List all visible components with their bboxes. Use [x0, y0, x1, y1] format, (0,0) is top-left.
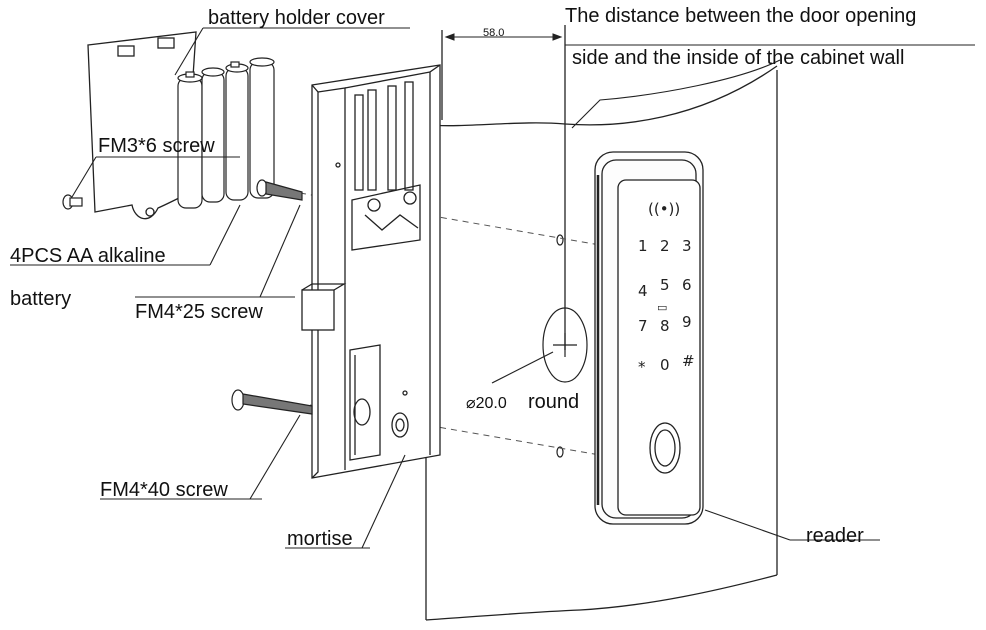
label-fm4-40-screw: FM4*40 screw [100, 479, 228, 501]
key-7: 7 [638, 317, 648, 335]
card-reader [594, 151, 704, 525]
label-batteries-line2: battery [10, 288, 71, 310]
key-8: 8 [660, 317, 670, 335]
fm4-40-screw [231, 389, 313, 415]
key-6: 6 [682, 276, 692, 294]
label-distance-line1: The distance between the door opening [565, 5, 916, 27]
key-hash: # [682, 352, 695, 370]
fm3-screw [62, 194, 83, 210]
center-key: ▭ [657, 301, 667, 314]
label-fm4-25-screw: FM4*25 screw [135, 301, 263, 323]
key-2: 2 [660, 237, 670, 255]
key-0: 0 [660, 356, 670, 374]
round-hole [491, 234, 588, 458]
width-dimension [444, 33, 563, 41]
label-battery-holder-cover: battery holder cover [208, 7, 385, 29]
key-9: 9 [682, 313, 692, 331]
nfc-icon: ((•)) [648, 200, 680, 218]
aa-batteries [177, 57, 275, 209]
key-star: * [638, 358, 646, 376]
mortise-body [301, 64, 441, 479]
label-batteries-line1: 4PCS AA alkaline [10, 245, 166, 267]
fm4-25-screw [256, 179, 303, 201]
key-5: 5 [660, 276, 670, 294]
key-1: 1 [638, 237, 648, 255]
label-reader: reader [806, 525, 864, 547]
leader-lines [10, 27, 975, 549]
dimension-58: 58.0 [483, 27, 504, 39]
key-3: 3 [682, 237, 692, 255]
key-4: 4 [638, 282, 648, 300]
label-hole-round: round [528, 391, 579, 413]
keypad: 1 2 3 4 5 6 ▭ 7 8 9 * 0 # [638, 237, 695, 376]
label-mortise: mortise [287, 528, 353, 550]
label-distance-line2: side and the inside of the cabinet wall [572, 47, 904, 69]
label-fm3-screw: FM3*6 screw [98, 135, 215, 157]
label-hole-diameter: ⌀20.0 [466, 395, 507, 412]
